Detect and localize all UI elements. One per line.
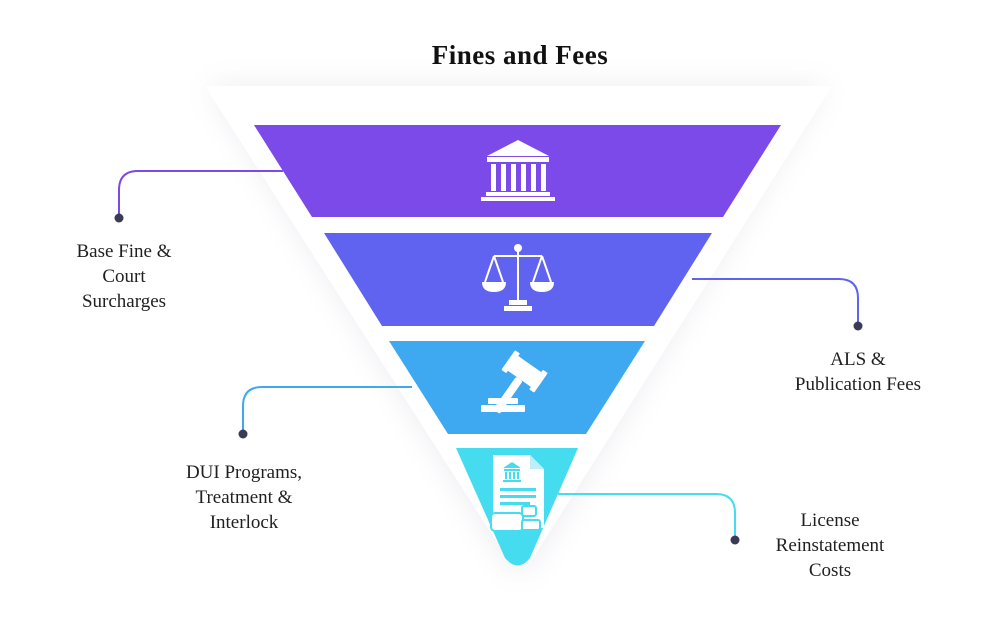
tier-2-label-line: Publication Fees: [794, 374, 922, 395]
gavel-icon: [481, 350, 548, 414]
tier-4-label: License Reinstatement Costs: [740, 508, 920, 583]
tier-2-label: ALS & Publication Fees: [758, 347, 958, 397]
diagram-title: Fines and Fees: [431, 40, 609, 70]
tier-2-label-line: ALS &: [830, 349, 886, 370]
tier-4-label-line: License: [800, 510, 860, 531]
connector-dot-2: [853, 321, 863, 331]
connector-dot-1: [114, 213, 124, 223]
tier-4-label-line: Costs: [808, 560, 852, 581]
document-certificate-icon: [490, 455, 544, 532]
tier-1-label-line: Surcharges: [81, 291, 167, 312]
connector-line-2: [692, 278, 859, 324]
tier-4-label-line: Reinstatement: [775, 535, 885, 556]
tier-3-label-line: Treatment &: [195, 487, 293, 508]
tier-3-label-line: DUI Programs,: [185, 462, 303, 483]
tier-1-label: Base Fine & Court Surcharges: [36, 239, 212, 314]
tier-1-band: [254, 125, 781, 217]
connector-line-1: [118, 170, 283, 216]
tier-1-label-line: Base Fine &: [76, 241, 172, 262]
tier-3-label-line: Interlock: [209, 512, 279, 533]
connector-dot-4: [730, 535, 740, 545]
courthouse-icon: [481, 140, 555, 201]
connector-line-4: [558, 493, 736, 538]
connector-dot-3: [238, 429, 248, 439]
scales-of-justice-icon: [482, 244, 554, 311]
tier-1-label-line: Court: [102, 266, 146, 287]
tier-3-label: DUI Programs, Treatment & Interlock: [144, 460, 344, 535]
connector-line-3: [242, 386, 412, 432]
